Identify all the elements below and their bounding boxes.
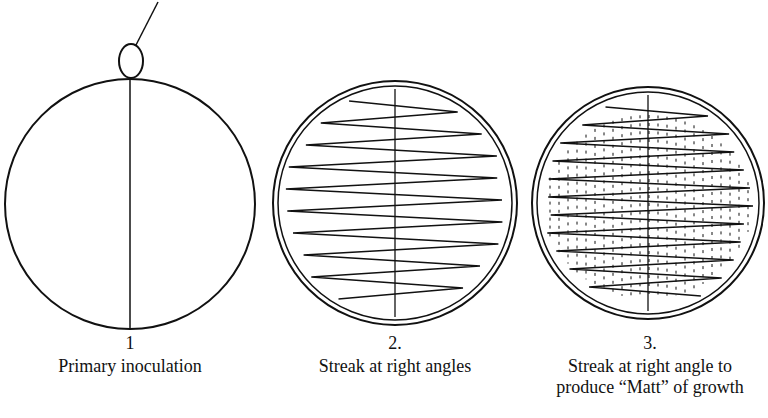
cross-streak (703, 130, 704, 284)
figure-caption: Streak at right angles (275, 356, 515, 377)
figure-number: 3. (550, 333, 750, 354)
cross-streak (550, 178, 551, 237)
cross-streak (577, 142, 578, 273)
figure-caption: Streak at right angle to produce “Matt” … (537, 356, 763, 398)
cross-streak (658, 116, 659, 299)
dish-two (273, 81, 517, 325)
cross-streak (586, 135, 587, 280)
figure-number: 1 (30, 333, 230, 354)
cross-streak (640, 115, 641, 298)
cross-streak (685, 122, 686, 293)
cross-streak (667, 117, 668, 298)
cross-streak (712, 136, 713, 278)
streak-line (286, 101, 503, 299)
cross-streak (730, 153, 731, 262)
cross-streak (694, 125, 695, 288)
dish-three (532, 87, 764, 319)
figure-number: 2. (295, 333, 495, 354)
streak-line (547, 107, 753, 296)
cross-streak (595, 129, 596, 285)
cross-streak (604, 124, 605, 289)
cross-streak (649, 115, 650, 299)
cross-streak (721, 143, 722, 270)
cross-streak (631, 116, 632, 297)
cross-streak (559, 162, 560, 252)
cross-streak (739, 165, 740, 249)
cross-streak (568, 150, 569, 263)
cross-streak (613, 121, 614, 293)
cross-streak (748, 182, 749, 232)
figure-caption: Primary inoculation (10, 356, 250, 377)
primary-streak (394, 89, 395, 317)
primary-streak (647, 95, 648, 311)
cross-streak (676, 119, 677, 296)
dish-one (5, 2, 255, 329)
cross-streak (622, 118, 623, 296)
